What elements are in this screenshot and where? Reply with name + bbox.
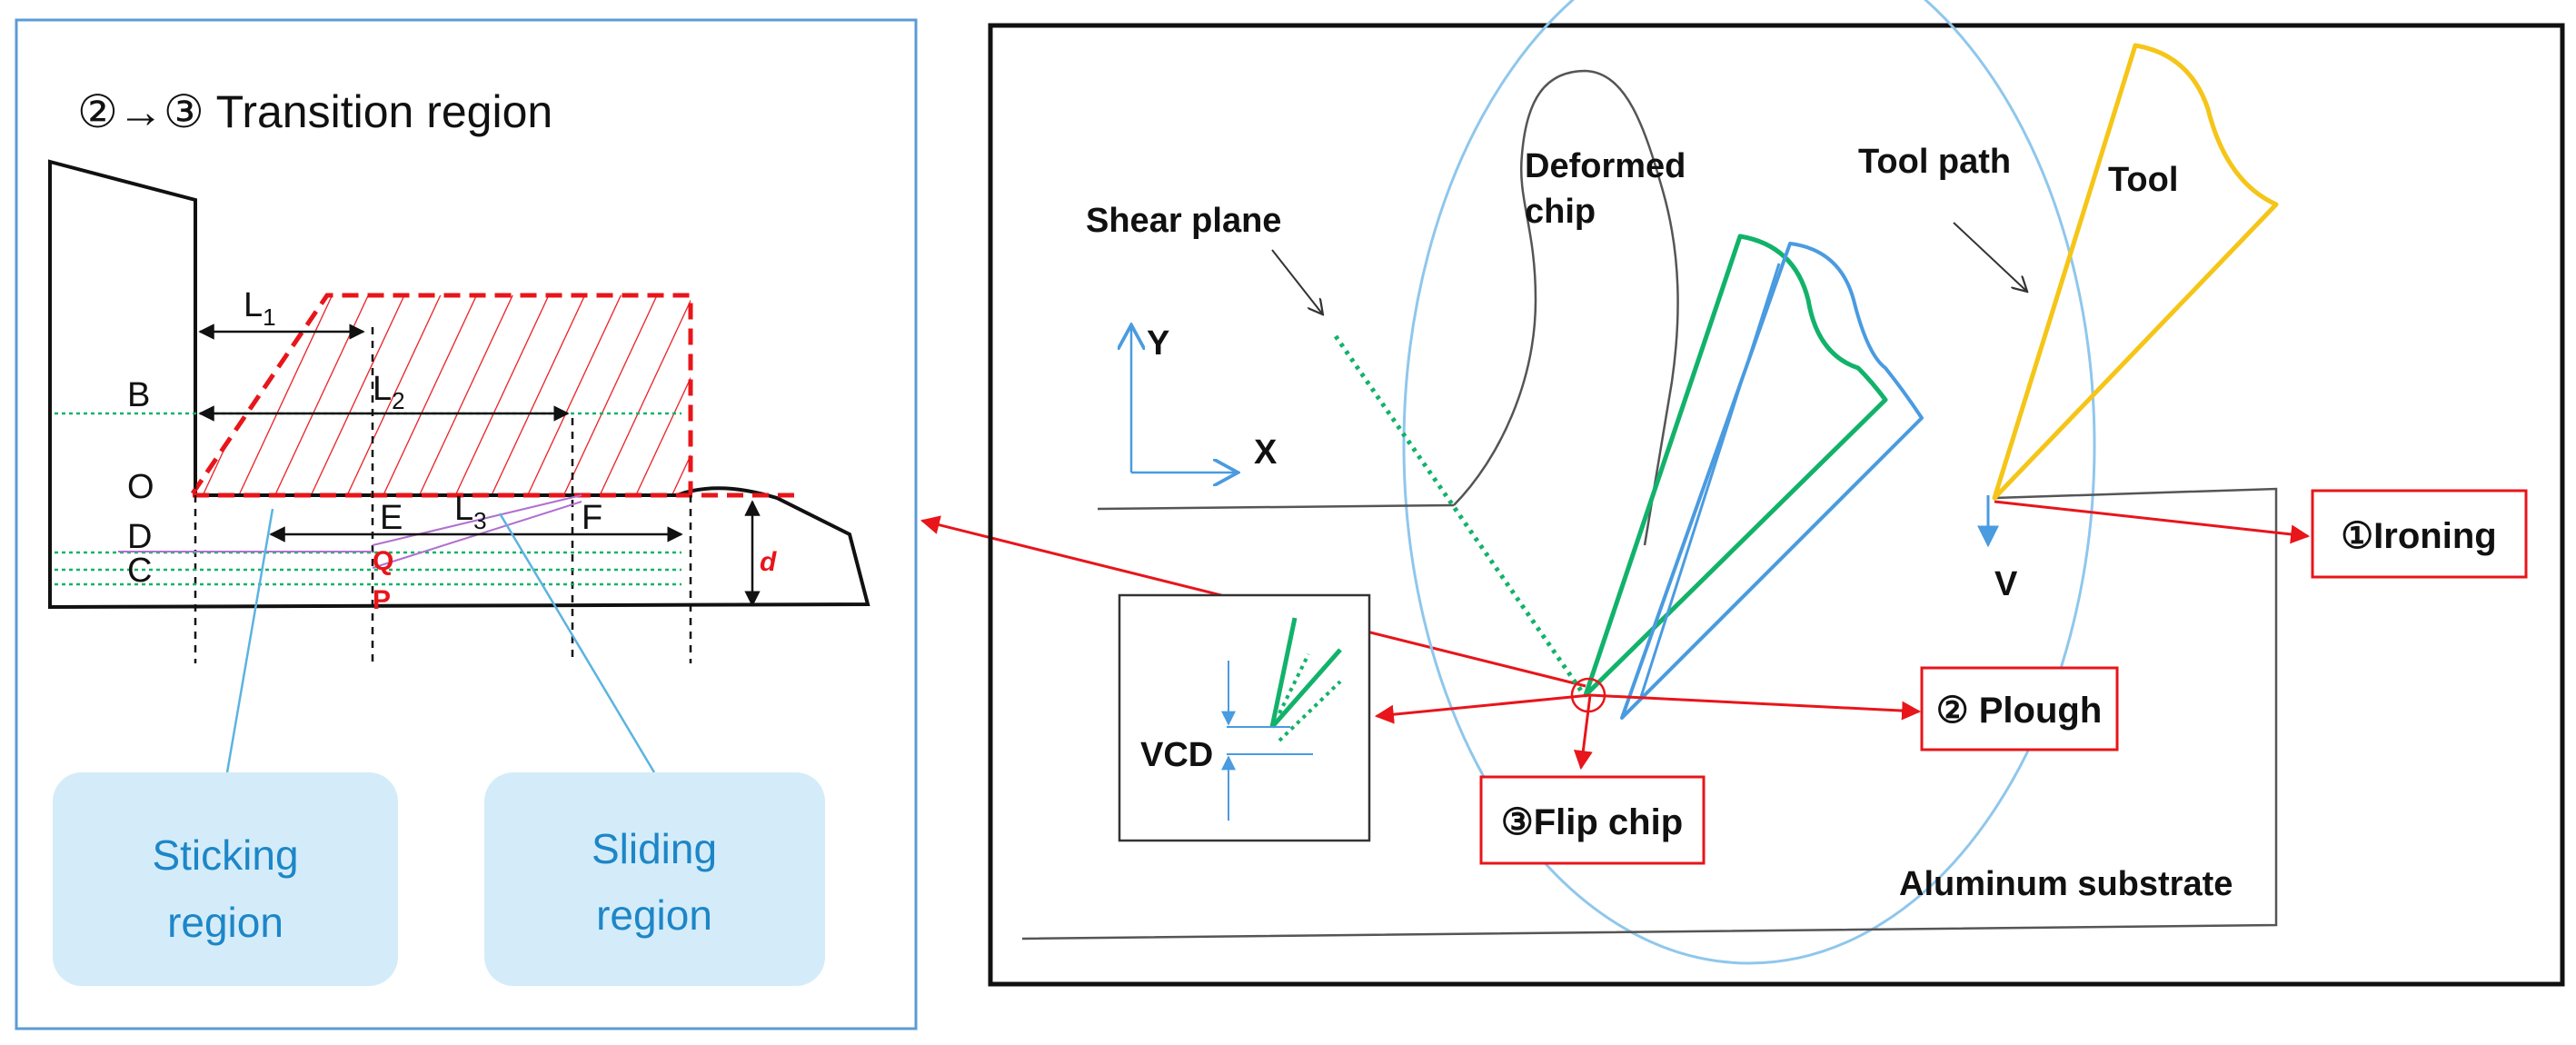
- callout-lines: [225, 508, 656, 773]
- green-chip: [1583, 234, 1888, 698]
- svg-text:Sliding: Sliding: [592, 825, 717, 872]
- svg-text:①Ironing: ①Ironing: [2341, 516, 2496, 556]
- label-e: E: [380, 499, 403, 537]
- velocity-label: V: [1994, 565, 2018, 603]
- substrate-label: Aluminum substrate: [1899, 865, 2233, 903]
- label-q: Q: [373, 546, 393, 576]
- tool-path-label: Tool path: [1858, 143, 2011, 181]
- shear-plane-line: [1333, 334, 1584, 692]
- deformation-region: [190, 293, 800, 498]
- axes: Y X: [1131, 324, 1278, 473]
- svg-text:③Flip chip: ③Flip chip: [1501, 802, 1683, 842]
- label-b: B: [127, 376, 150, 414]
- dimension-arrows: [198, 323, 761, 607]
- box-flip-chip: ③Flip chip: [1479, 775, 1706, 865]
- axis-y-label: Y: [1147, 324, 1169, 363]
- label-d: D: [127, 518, 152, 556]
- bubble-sliding-region: Sliding region: [484, 772, 825, 986]
- deformed-chip-label-1: Deformed: [1525, 147, 1686, 185]
- tool-path-pointer: [1953, 222, 2026, 291]
- svg-text:region: region: [596, 891, 712, 939]
- deformed-chip: [1453, 69, 1679, 546]
- tool-path-curve: [1402, 0, 2096, 965]
- left-panel-title: ②→③ Transition region: [77, 86, 552, 137]
- label-f: F: [582, 499, 602, 537]
- bubble-sticking-region: Sticking region: [53, 772, 398, 986]
- label-c: C: [127, 552, 152, 590]
- label-l3: L3: [454, 490, 487, 534]
- tool-label: Tool: [2108, 161, 2178, 199]
- deformed-chip-label-2: chip: [1525, 193, 1596, 231]
- box-ironing: ①Ironing: [2311, 489, 2528, 579]
- blue-chip: [1620, 242, 1924, 720]
- shear-plane-label: Shear plane: [1086, 202, 1281, 240]
- vcd-inset: VCD: [1118, 593, 1371, 842]
- label-o: O: [127, 468, 154, 506]
- axis-x-label: X: [1254, 433, 1278, 472]
- left-panel: ②→③ Transition region: [15, 18, 918, 1030]
- right-panel: Y X V Shear plane Deformed chip Tool pat…: [988, 0, 2565, 987]
- red-arrows: [1374, 500, 2311, 771]
- svg-text:Sticking: Sticking: [152, 831, 298, 879]
- tool-shape: [1992, 43, 2279, 501]
- substrate-outline: [1021, 487, 2278, 940]
- vcd-label: VCD: [1140, 736, 1213, 774]
- shear-plane-pointer: [1271, 249, 1322, 314]
- label-p: P: [373, 585, 391, 615]
- svg-text:region: region: [167, 899, 283, 946]
- svg-text:② Plough: ② Plough: [1936, 691, 2103, 731]
- label-l2: L2: [373, 370, 405, 414]
- box-plough: ② Plough: [1920, 666, 2119, 751]
- blue-chip-inner: [1638, 263, 1781, 701]
- label-l1: L1: [244, 286, 276, 331]
- label-depth: d: [760, 547, 777, 577]
- right-panel-frame: [988, 23, 2565, 987]
